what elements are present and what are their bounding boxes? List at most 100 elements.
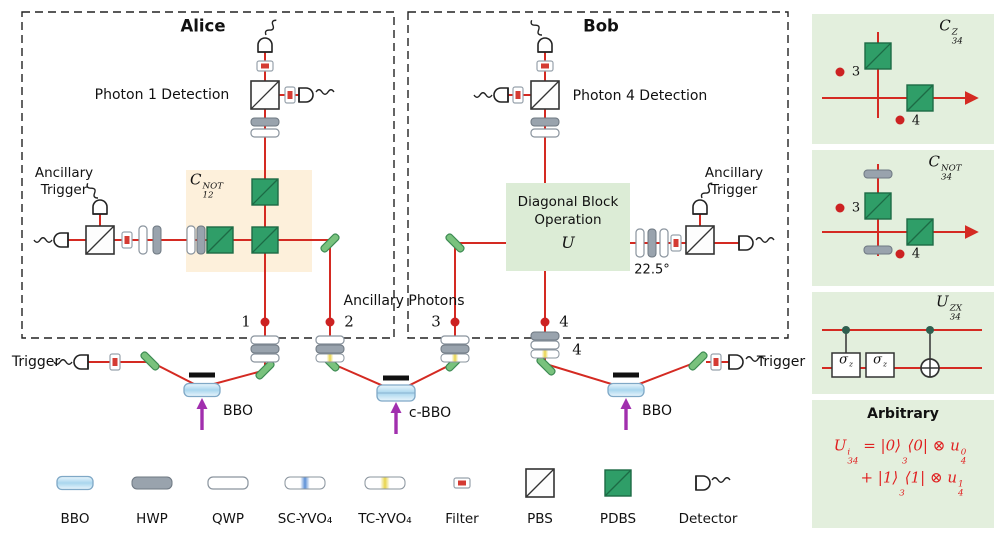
photon4-plate-group-label: 4 bbox=[572, 340, 582, 359]
bob-title: Bob bbox=[583, 16, 619, 36]
pbs-icon bbox=[685, 225, 715, 255]
pbs-icon bbox=[85, 225, 115, 255]
pdbs-icon bbox=[864, 192, 892, 220]
legend-label-pdbs: PDBS bbox=[599, 511, 637, 528]
pdbs-icon bbox=[604, 469, 632, 497]
hwp-icon bbox=[315, 344, 345, 354]
filter-icon bbox=[512, 86, 524, 104]
bbo-crystal-icon bbox=[607, 382, 645, 398]
hwp-icon bbox=[152, 225, 162, 255]
filter-icon bbox=[284, 86, 296, 104]
photon4-number: 4 bbox=[559, 312, 569, 331]
signal-wire-icon bbox=[315, 89, 335, 95]
photon3-dot bbox=[450, 317, 460, 327]
trigger-right-label: Trigger bbox=[756, 353, 806, 370]
control-dot-icon bbox=[842, 326, 850, 334]
signal-wire-icon bbox=[473, 92, 493, 98]
tc-yvo4-icon bbox=[530, 349, 560, 359]
mirror-icon bbox=[687, 350, 709, 372]
sc-yvo4-icon bbox=[284, 476, 326, 490]
filter-icon bbox=[453, 477, 471, 489]
photon4-detection-label: Photon 4 Detection bbox=[572, 87, 708, 104]
legend-label-qwp: QWP bbox=[211, 511, 245, 528]
pbs-icon bbox=[530, 80, 560, 110]
photon4-dot bbox=[540, 317, 550, 327]
pdbs-icon bbox=[906, 218, 934, 246]
detector-icon bbox=[728, 354, 744, 370]
pump-arrow-icon bbox=[194, 396, 210, 432]
pump-arrow-icon bbox=[618, 396, 634, 432]
bbo-left-label: BBO bbox=[223, 402, 253, 419]
cnot-gate-shade bbox=[186, 170, 312, 272]
legend-icons bbox=[56, 468, 731, 498]
signal-wire-icon bbox=[33, 237, 53, 243]
diagonal-block-line2: Operation bbox=[534, 211, 602, 228]
signal-wire-icon bbox=[755, 237, 775, 243]
diagonal-block-box bbox=[506, 183, 630, 271]
c-bbo-crystal-icon bbox=[376, 384, 416, 402]
detector-icon bbox=[738, 235, 754, 251]
hwp-icon bbox=[131, 476, 173, 490]
c-bbo-label: c-BBO bbox=[408, 404, 452, 421]
diagonal-block-operation-label: Diagonal Block Operation U bbox=[508, 194, 628, 254]
detector-icon bbox=[298, 87, 314, 103]
detector-icon bbox=[537, 37, 553, 53]
panel-cz-n4: 4 bbox=[911, 113, 921, 129]
photon3-number: 3 bbox=[431, 312, 441, 331]
filter-icon bbox=[121, 231, 133, 249]
alice-box-border bbox=[21, 11, 395, 339]
pdbs-icon bbox=[864, 42, 892, 70]
hwp-icon bbox=[863, 169, 893, 179]
qwp-icon bbox=[315, 335, 345, 345]
beam-block-icon bbox=[613, 372, 639, 378]
bbo-right-arm2 bbox=[633, 362, 695, 387]
photon1-detection-label: Photon 1 Detection bbox=[94, 86, 230, 103]
trigger-left-label: Trigger bbox=[11, 353, 61, 370]
uzx-circuit bbox=[831, 326, 940, 378]
pdbs-icon bbox=[251, 178, 279, 206]
legend-label-bbo: BBO bbox=[60, 511, 90, 528]
photon-sources bbox=[183, 372, 645, 436]
legend-label-detector: Detector bbox=[678, 511, 738, 528]
detector-icon bbox=[257, 37, 273, 53]
legend-label-tc-yvo4: TC-YVO₄ bbox=[358, 511, 412, 528]
control-dot-icon bbox=[926, 326, 934, 334]
qwp-icon bbox=[207, 476, 249, 490]
bob-box-border bbox=[407, 11, 789, 339]
filter-icon bbox=[536, 60, 554, 72]
panel-cz-bg bbox=[812, 14, 994, 144]
hwp-icon bbox=[250, 117, 280, 127]
detector-icon bbox=[692, 199, 708, 215]
bbo-right-arm1 bbox=[548, 364, 619, 387]
bbo-crystal-icon bbox=[183, 382, 221, 398]
hwp-angle-label: 22.5° bbox=[634, 262, 670, 278]
qwp-icon bbox=[138, 225, 148, 255]
sigma-z-gate-box bbox=[865, 352, 895, 378]
pdbs-icon bbox=[206, 226, 234, 254]
cbbo-arm-left bbox=[332, 363, 389, 389]
hwp-icon bbox=[863, 245, 893, 255]
panel-uzx-bg bbox=[812, 292, 994, 394]
panel-cz-dot3 bbox=[835, 67, 845, 77]
qwp-icon bbox=[250, 335, 280, 345]
tc-yvo4-icon bbox=[315, 353, 345, 363]
arbitrary-panel-title: Arbitrary bbox=[867, 405, 939, 422]
photon1-number: 1 bbox=[241, 312, 251, 331]
panel-cz-n3: 3 bbox=[851, 64, 861, 80]
filter-icon bbox=[109, 353, 121, 371]
ancillary-photons-label: Ancillary Photons bbox=[343, 292, 465, 309]
filter-icon bbox=[710, 353, 722, 371]
pump-arrow-icon bbox=[388, 400, 404, 436]
hwp-icon bbox=[530, 331, 560, 341]
cbbo-arm-right bbox=[403, 363, 453, 389]
pbs-icon bbox=[250, 80, 280, 110]
signal-wire-icon bbox=[711, 477, 731, 483]
